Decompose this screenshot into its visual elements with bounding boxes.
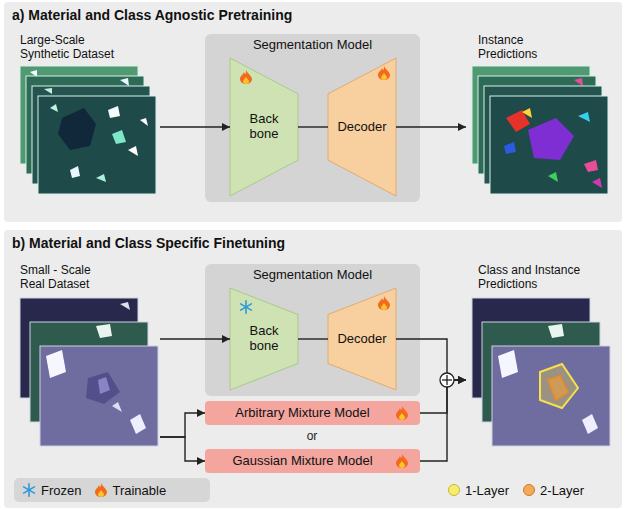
legend-item: 1-Layer [448, 483, 509, 498]
block-label: Back bone [244, 324, 284, 354]
legend-icon [95, 483, 107, 497]
connector [160, 413, 205, 437]
legend-icon [22, 483, 36, 497]
or-label: or [307, 430, 318, 444]
mixture-box: Gaussian Mixture Model [205, 449, 420, 473]
dataset-stack: Small - Scale Real Dataset [14, 262, 160, 454]
dataset-title: Small - Scale Real Dataset [20, 264, 110, 292]
connector [160, 126, 230, 127]
sum-symbol [440, 373, 454, 387]
legend-text: Frozen [41, 483, 81, 498]
legend-text: 2-Layer [540, 483, 584, 498]
real-images [20, 298, 158, 446]
panel-title: a) Material and Class Agnostic Pretraini… [12, 7, 292, 23]
block-label: Back bone [244, 112, 284, 142]
model-box: Segmentation ModelBack bone Decoder [205, 264, 420, 396]
trainable-icon [378, 296, 390, 310]
mixture-label: Arbitrary Mixture Model [235, 406, 369, 421]
prediction-title: Instance Predictions [478, 34, 558, 62]
legend-box: 1-Layer 2-Layer [440, 478, 620, 502]
connector [298, 338, 328, 339]
trainable-icon [396, 406, 408, 420]
prediction-images [472, 66, 608, 194]
mixture-label: Gaussian Mixture Model [232, 454, 372, 469]
trainable-icon [378, 66, 390, 80]
model-title: Segmentation Model [253, 38, 372, 53]
prediction-stack: Instance Predictions [466, 32, 616, 204]
trainable-icon [240, 70, 252, 84]
trainable-icon [396, 454, 408, 468]
connector [420, 380, 466, 461]
connector [160, 338, 230, 339]
model-box: Segmentation ModelBack bone Decoder [205, 34, 420, 202]
connector [160, 437, 205, 461]
panel-ground [4, 230, 622, 508]
trapezoid-fill [230, 58, 298, 196]
panel: b) Material and Class Specific Finetunin… [4, 230, 622, 508]
connector [298, 126, 328, 127]
legend-box: Frozen Trainable [14, 478, 210, 502]
legend-item: Trainable [95, 483, 166, 498]
block-label: Decoder [337, 332, 386, 347]
prediction-stack: Class and Instance Predictions [466, 262, 616, 454]
legend-swatch [448, 484, 460, 496]
dataset-stack: Large-Scale Synthetic Dataset [14, 32, 160, 204]
legend-item: 2-Layer [523, 483, 584, 498]
block-label: Decoder [337, 120, 386, 135]
model-title: Segmentation Model [253, 268, 372, 283]
synthetic-images [20, 66, 156, 194]
legend-item: Frozen [22, 483, 81, 498]
mixture-box: Arbitrary Mixture Model [205, 401, 420, 425]
panel-ground [4, 2, 622, 222]
trapezoid-fill [328, 288, 396, 390]
legend-icon-shape [24, 484, 35, 496]
frozen-icon [241, 301, 252, 313]
prediction-title: Class and Instance Predictions [478, 264, 593, 292]
panel: a) Material and Class Agnostic Pretraini… [4, 2, 622, 222]
legend-icon-shape [95, 483, 107, 497]
trapezoid-fill [230, 288, 298, 390]
legend-swatch [523, 484, 535, 496]
connector [396, 339, 466, 380]
trapezoid-fill [328, 58, 396, 196]
dataset-title: Large-Scale Synthetic Dataset [20, 34, 130, 62]
connector [396, 126, 466, 127]
class-prediction-images [472, 298, 610, 446]
legend-text: Trainable [112, 483, 166, 498]
legend-text: 1-Layer [465, 483, 509, 498]
panel-title: b) Material and Class Specific Finetunin… [12, 235, 285, 251]
